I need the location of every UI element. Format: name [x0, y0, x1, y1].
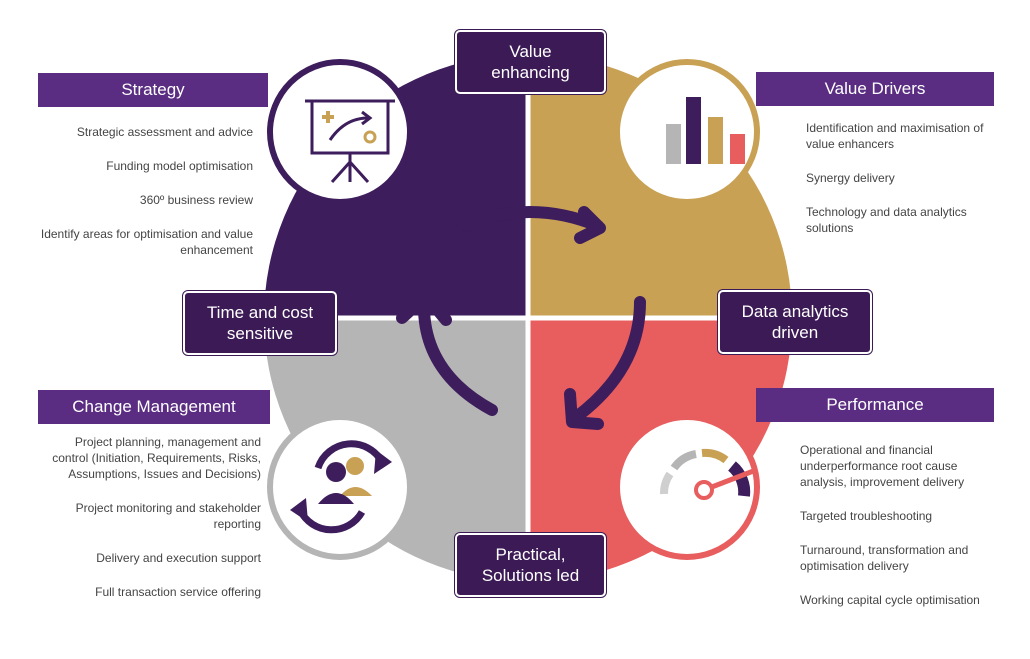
- speedometer-icon: [660, 448, 757, 500]
- list-item: Strategic assessment and advice: [76, 125, 253, 139]
- change-management-banner: Change Management: [38, 390, 270, 424]
- performance-banner: Performance: [756, 388, 994, 422]
- list-item: Identify areas for optimisation and valu…: [40, 227, 253, 257]
- list-item: Turnaround, transformation and optimisat…: [800, 543, 969, 573]
- bar-chart-icon: [666, 97, 745, 164]
- list-item: Funding model optimisation: [106, 159, 253, 173]
- performance-icon-circle: [614, 414, 760, 560]
- list-item: Full transaction service offering: [95, 585, 261, 599]
- value-drivers-list: Identification and maximisation of value…: [806, 120, 996, 254]
- value-drivers-banner: Value Drivers: [756, 72, 994, 106]
- list-item: Technology and data analytics solutions: [806, 205, 967, 235]
- presentation-board-icon: [305, 99, 395, 184]
- list-item: Operational and financial underperforman…: [800, 443, 965, 489]
- strategy-title: Strategy: [121, 80, 185, 99]
- time-cost-label: Time and cost sensitive: [183, 291, 337, 355]
- value-enhancing-label: Value enhancing: [455, 30, 606, 94]
- list-item: Project planning, management and control…: [52, 435, 261, 481]
- data-analytics-label: Data analytics driven: [718, 290, 872, 354]
- list-item: Targeted troubleshooting: [800, 509, 933, 523]
- list-item: Working capital cycle optimisation: [800, 593, 980, 607]
- list-item: Delivery and execution support: [96, 551, 261, 565]
- performance-title: Performance: [826, 395, 924, 414]
- list-item: 360º business review: [139, 193, 253, 207]
- people-cycle-icon: [290, 440, 392, 534]
- list-item: Identification and maximisation of value…: [806, 121, 984, 151]
- change-management-title: Change Management: [72, 397, 236, 416]
- performance-list: Operational and financial underperforman…: [800, 442, 1000, 626]
- change-icon-circle: [267, 414, 413, 560]
- list-item: Project monitoring and stakeholder repor…: [75, 501, 261, 531]
- list-item: Synergy delivery: [806, 171, 895, 185]
- practical-solutions-label: Practical, Solutions led: [455, 533, 606, 597]
- value-drivers-title: Value Drivers: [824, 79, 926, 98]
- strategy-list: Strategic assessment and advice Funding …: [38, 124, 253, 276]
- change-management-list: Project planning, management and control…: [46, 434, 261, 618]
- cycle-arrows: [396, 206, 646, 430]
- strategy-banner: Strategy: [38, 73, 268, 107]
